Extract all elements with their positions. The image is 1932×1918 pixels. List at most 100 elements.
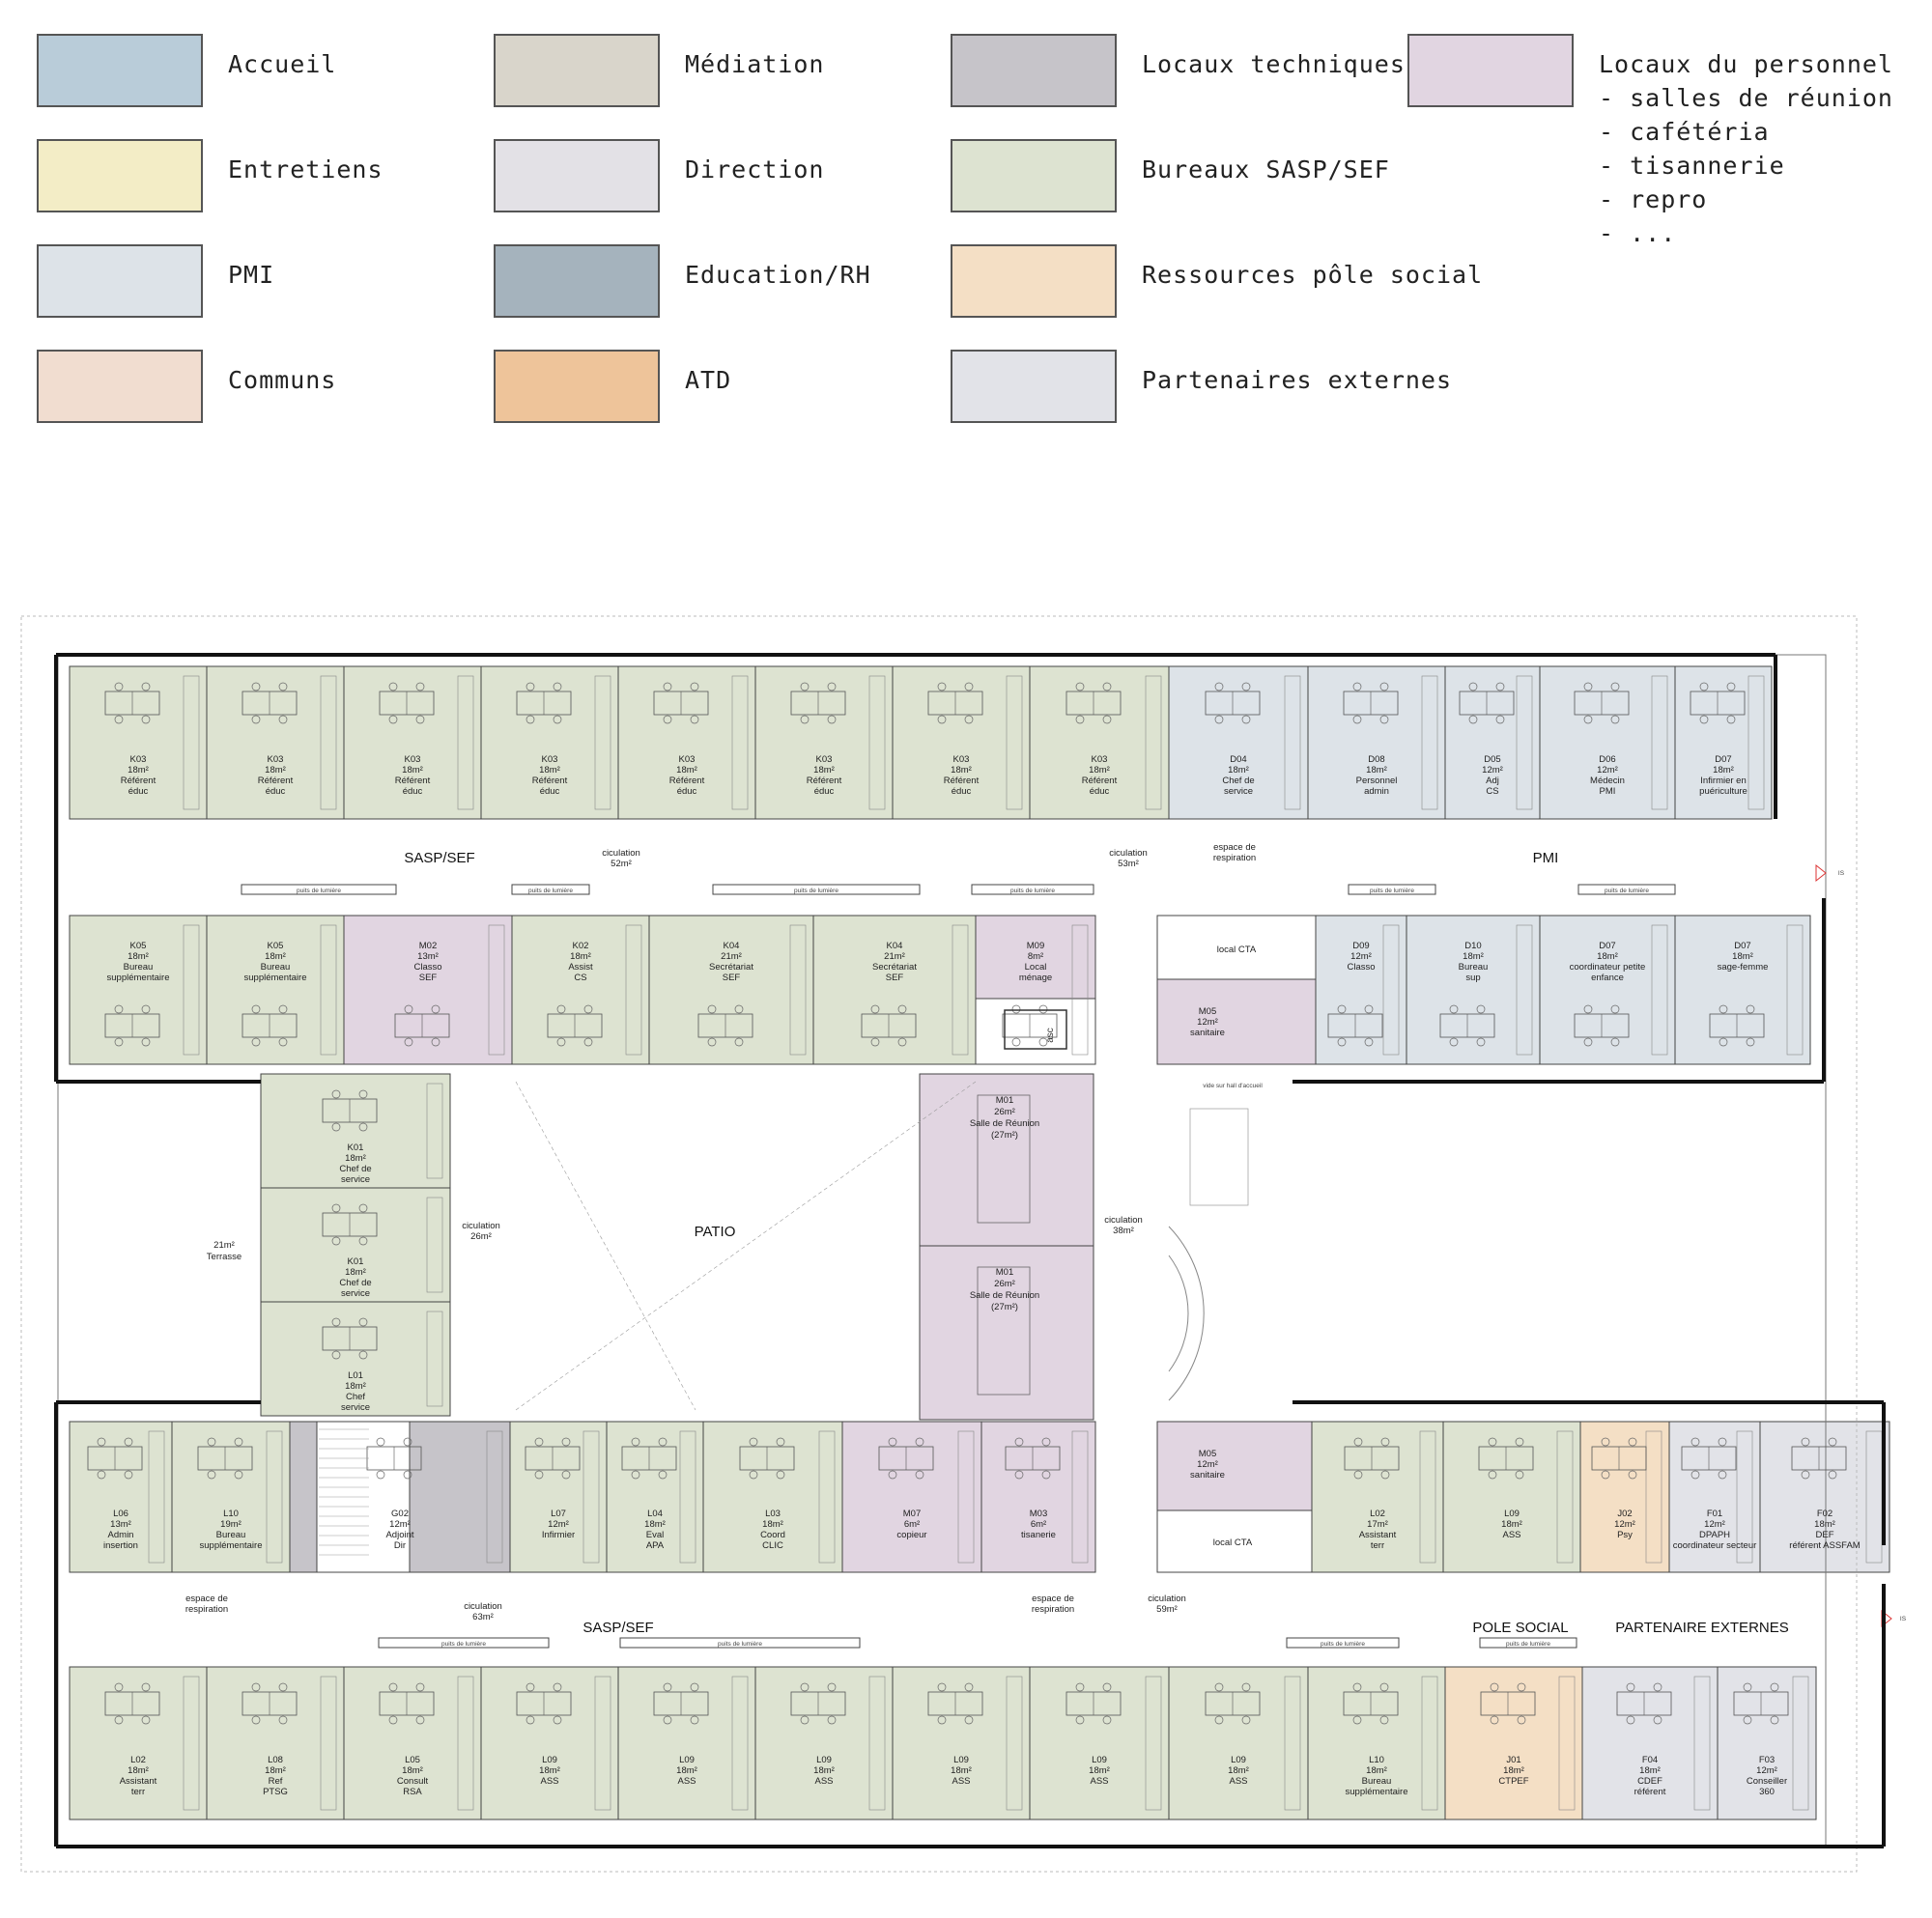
zone-label: PMI xyxy=(1533,850,1559,866)
room-label: L09 xyxy=(679,1755,695,1765)
light-well xyxy=(1286,1637,1400,1649)
room-label: K04 xyxy=(724,941,740,951)
room-label: Secrétariat xyxy=(709,962,753,973)
circulation-label: ciculation xyxy=(462,1221,500,1231)
chair-icon xyxy=(915,1470,924,1480)
cabinet-icon xyxy=(594,675,611,810)
chair-icon xyxy=(1102,1715,1112,1725)
legend-swatch xyxy=(37,244,203,318)
room-label: SEF xyxy=(419,973,438,983)
chair-icon xyxy=(1719,1037,1728,1047)
chair-icon xyxy=(114,682,124,691)
site-outline xyxy=(20,615,1858,1873)
zone-label: POLE SOCIAL xyxy=(1472,1620,1568,1636)
chair-icon xyxy=(1490,1715,1499,1725)
room-label: 18m² xyxy=(1089,1765,1110,1776)
room xyxy=(892,1666,1031,1820)
room-label: puériculture xyxy=(1699,786,1747,797)
chair-icon xyxy=(631,1470,640,1480)
chair-icon xyxy=(114,715,124,724)
room-label: K03 xyxy=(405,754,421,765)
room-label: J02 xyxy=(1617,1509,1632,1519)
room-label: Bureau xyxy=(1362,1776,1392,1787)
chair-icon xyxy=(331,1350,341,1360)
cabinet-icon xyxy=(1284,1676,1301,1811)
chair-icon xyxy=(1653,1715,1662,1725)
room-label: 12m² xyxy=(1704,1519,1725,1530)
chair-icon xyxy=(631,1437,640,1447)
room-label: D07 xyxy=(1715,754,1731,765)
room-label: K03 xyxy=(1092,754,1108,765)
espace-label: respiration xyxy=(185,1604,228,1615)
room-label: F01 xyxy=(1707,1509,1722,1519)
chair-icon xyxy=(1075,1715,1085,1725)
chair-icon xyxy=(403,1470,412,1480)
cabinet-icon xyxy=(1556,1430,1574,1564)
light-well xyxy=(241,884,397,895)
chair-icon xyxy=(1353,1470,1363,1480)
chair-icon xyxy=(114,1037,124,1047)
cabinet-icon xyxy=(1419,1430,1436,1564)
cabinet-icon xyxy=(1421,675,1438,810)
chair-icon xyxy=(1626,1715,1635,1725)
chair-icon xyxy=(141,1682,151,1692)
room-label: ASS xyxy=(540,1776,558,1787)
chair-icon xyxy=(251,1004,261,1014)
circulation-label: 53m² xyxy=(1118,859,1139,869)
is-label: IS xyxy=(1900,1616,1907,1622)
room-label: L09 xyxy=(953,1755,969,1765)
room-label: ASS xyxy=(952,1776,970,1787)
chair-icon xyxy=(1476,1004,1486,1014)
room-label: L09 xyxy=(1231,1755,1246,1765)
room-label: service xyxy=(341,1402,370,1413)
chair-icon xyxy=(583,1037,593,1047)
room-label: 18m² xyxy=(128,765,149,776)
chair-icon xyxy=(1041,1437,1051,1447)
chair-icon xyxy=(358,1203,368,1213)
legend-label: ATD xyxy=(685,366,732,394)
room-label: supplémentaire xyxy=(244,973,307,983)
chair-icon xyxy=(1718,1470,1727,1480)
chair-icon xyxy=(376,1470,385,1480)
room-label: 18m² xyxy=(1228,765,1249,776)
room xyxy=(812,915,977,1065)
room-label: 18m² xyxy=(1366,765,1387,776)
chair-icon xyxy=(1038,1037,1048,1047)
room-label: ASS xyxy=(1229,1776,1247,1787)
room-label: L09 xyxy=(816,1755,832,1765)
chair-icon xyxy=(251,1682,261,1692)
chair-icon xyxy=(888,1437,897,1447)
chair-icon xyxy=(1011,1004,1021,1014)
circulation-label: 52m² xyxy=(611,859,632,869)
room-label: 18m² xyxy=(676,765,697,776)
room-label: 18m² xyxy=(762,1519,783,1530)
chair-icon xyxy=(124,1470,133,1480)
chair-icon xyxy=(415,715,425,724)
room-label: Bureau xyxy=(124,962,154,973)
room-label: Bureau xyxy=(261,962,291,973)
chair-icon xyxy=(1337,1004,1347,1014)
chair-icon xyxy=(1726,682,1736,691)
room-label: enfance xyxy=(1591,973,1624,983)
room-label: D07 xyxy=(1734,941,1750,951)
cabinet-icon xyxy=(1516,675,1533,810)
legend-label: Entretiens xyxy=(228,155,384,183)
chair-icon xyxy=(331,1089,341,1099)
room-label: 18m² xyxy=(1639,1765,1661,1776)
chair-icon xyxy=(1102,682,1112,691)
chair-icon xyxy=(1352,1682,1362,1692)
room-label: 18m² xyxy=(265,765,286,776)
chair-icon xyxy=(1364,1004,1374,1014)
room xyxy=(1674,915,1811,1065)
light-well-label: puits de lumière xyxy=(1506,1641,1550,1648)
room-label: Référent xyxy=(944,776,980,786)
chair-icon xyxy=(234,1437,243,1447)
room-label: 18m² xyxy=(265,1765,286,1776)
chair-icon xyxy=(1495,682,1505,691)
chair-icon xyxy=(1690,1437,1700,1447)
chair-icon xyxy=(1718,1437,1727,1447)
cabinet-icon xyxy=(486,1430,503,1564)
light-well xyxy=(712,884,921,895)
chair-icon xyxy=(658,1437,668,1447)
room-label: Consult xyxy=(397,1776,429,1787)
